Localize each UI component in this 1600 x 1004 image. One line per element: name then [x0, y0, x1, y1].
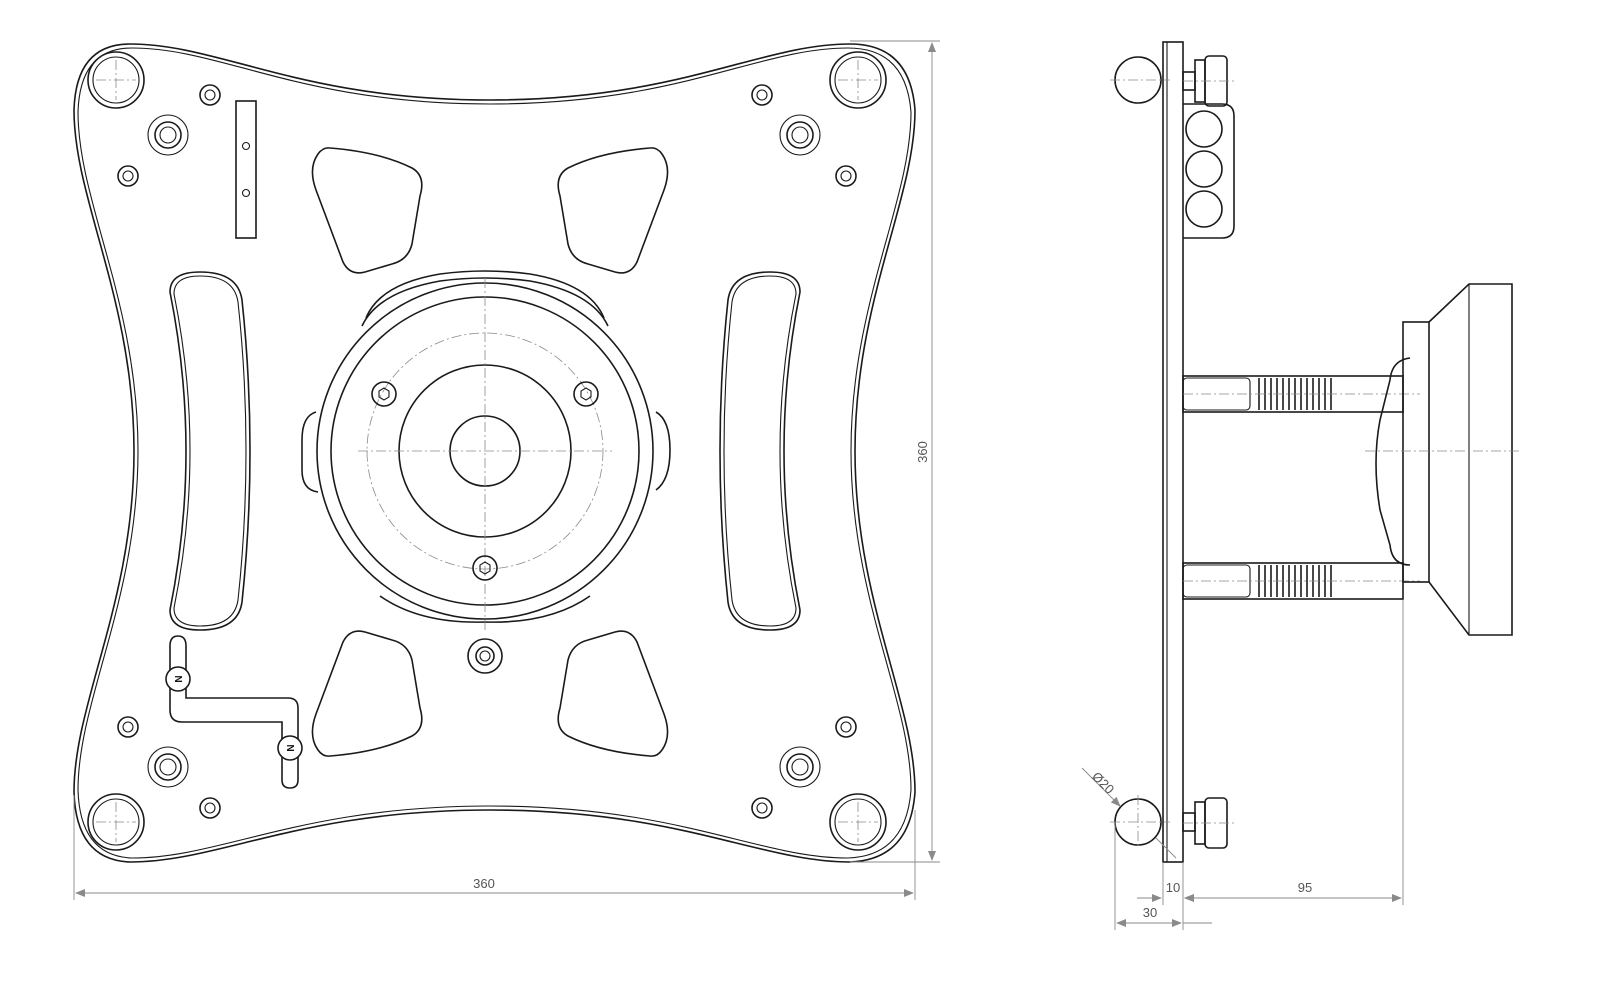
- hex-screw: [573, 381, 599, 407]
- cutout-top-left: [311, 147, 423, 274]
- side-hub: [1365, 283, 1520, 636]
- side-plate: [1162, 41, 1184, 863]
- counterbore-hole: [779, 746, 821, 788]
- small-hole: [835, 716, 857, 738]
- plate-outline-inner: [77, 47, 912, 859]
- threaded-rod-upper: [1182, 375, 1420, 413]
- counterbore-hole: [147, 746, 189, 788]
- side-dimensions: 10 95 30 Ø20: [1081, 600, 1404, 930]
- hex-screw: [472, 555, 498, 581]
- dimension-ball-offset: 30: [1143, 905, 1157, 920]
- hex-screw: [371, 381, 397, 407]
- small-hole: [117, 716, 139, 738]
- side-ball-bottom: [1110, 795, 1170, 848]
- cutout-bottom-right: [557, 630, 669, 757]
- side-view: [1110, 41, 1520, 863]
- dimension-ball-diameter: Ø20: [1089, 769, 1117, 797]
- dimension-height-label: 360: [915, 441, 930, 463]
- magnet-channel: N N: [165, 635, 303, 789]
- slot-left-inner: [173, 275, 247, 627]
- central-hub: [301, 270, 671, 630]
- corner-ball-bottom-left: [87, 793, 145, 851]
- counterbore-hole: [467, 638, 503, 674]
- slot-right-inner: [723, 275, 797, 627]
- side-disc-stack: [1183, 103, 1235, 239]
- magnet-label: N: [286, 744, 297, 751]
- mounting-bar: [235, 100, 257, 239]
- corner-ball-top-left: [87, 51, 145, 109]
- magnet-label: N: [174, 675, 185, 682]
- cutout-top-right: [557, 147, 669, 274]
- side-knob-top: [1182, 55, 1236, 107]
- small-hole: [835, 165, 857, 187]
- front-dimensions: 360 360: [73, 40, 940, 900]
- small-hole: [199, 84, 221, 106]
- magnet-marker: [277, 735, 303, 761]
- slot-left: [169, 271, 251, 631]
- counterbore-hole: [779, 114, 821, 156]
- dimension-standoff: 95: [1298, 880, 1312, 895]
- small-hole: [199, 797, 221, 819]
- dimension-plate-thickness: 10: [1166, 880, 1180, 895]
- corner-ball-bottom-right: [829, 793, 887, 851]
- slot-right: [719, 271, 801, 631]
- magnet-marker: [165, 666, 191, 692]
- corner-ball-top-right: [829, 51, 887, 109]
- small-hole: [751, 84, 773, 106]
- cutout-bottom-left: [311, 630, 423, 757]
- side-ball-top: [1110, 56, 1170, 104]
- front-view: N N: [73, 43, 916, 863]
- threaded-rod-lower: [1182, 562, 1420, 600]
- plate-outline: [73, 43, 916, 863]
- small-hole: [117, 165, 139, 187]
- dimension-width-label: 360: [473, 876, 495, 891]
- side-knob-bottom: [1182, 797, 1236, 849]
- small-hole: [751, 797, 773, 819]
- counterbore-hole: [147, 114, 189, 156]
